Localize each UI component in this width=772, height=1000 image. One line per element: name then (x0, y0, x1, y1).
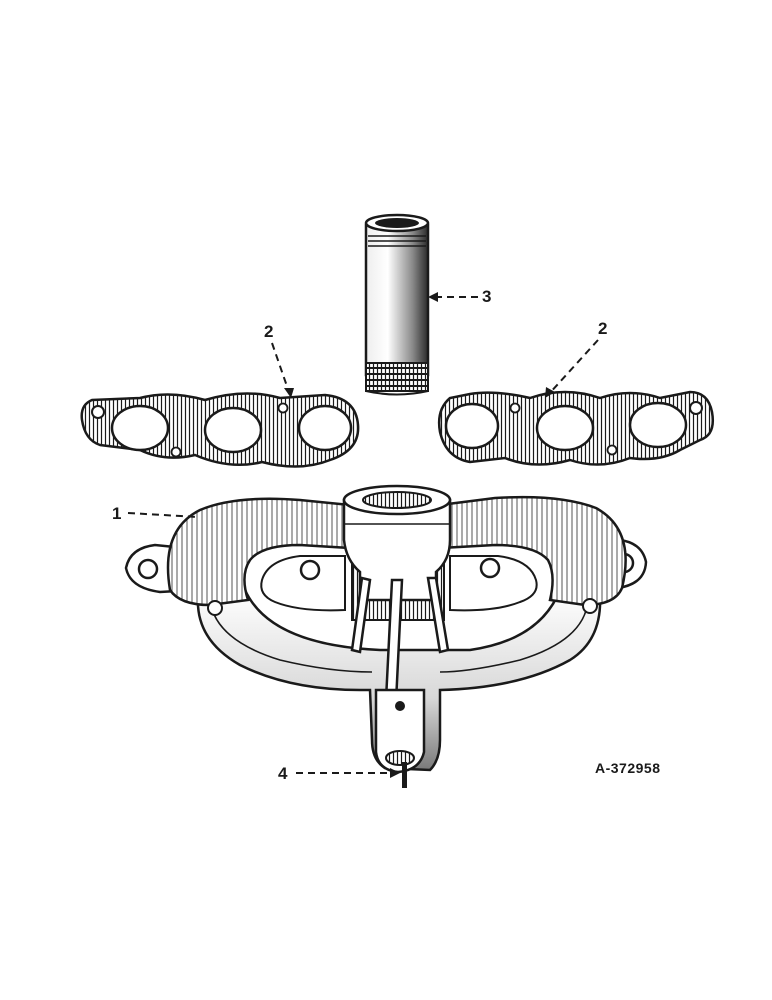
callout-1: 1 (112, 504, 122, 523)
exhaust-manifold (124, 484, 648, 774)
figure-code: A-372958 (595, 760, 661, 776)
pipe-nipple (364, 213, 430, 396)
callout-3: 3 (482, 287, 492, 306)
callout-4: 4 (278, 764, 288, 783)
leader-arrowheads (284, 292, 555, 778)
callout-2-left: 2 (264, 322, 274, 341)
leader-2-left (271, 342, 291, 396)
gasket-right (437, 390, 714, 466)
drain-cock-stud (402, 762, 407, 788)
leader-lines (127, 296, 599, 774)
gasket-left (80, 392, 360, 468)
leader-2-right (547, 339, 599, 396)
callout-2-right: 2 (598, 319, 608, 338)
leader-1 (127, 512, 199, 518)
